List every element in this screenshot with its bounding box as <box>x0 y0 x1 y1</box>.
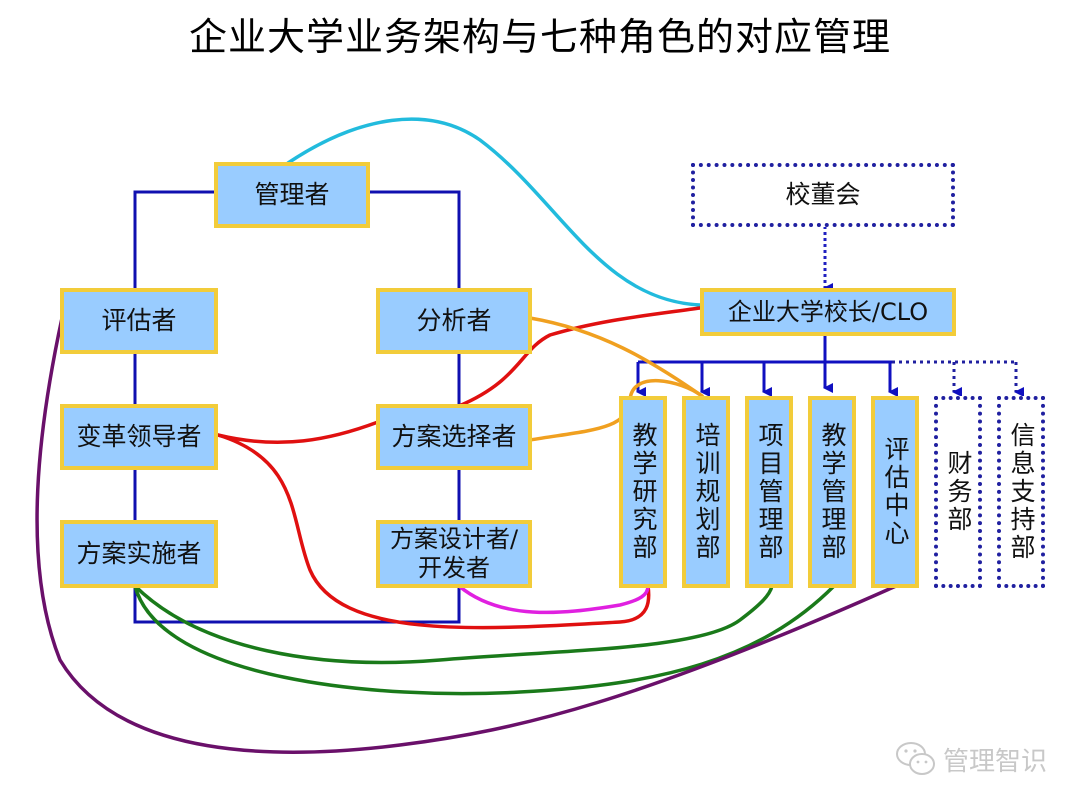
role-implementer[interactable]: 方案实施者 <box>60 520 218 588</box>
curve-analyst-to-planning <box>528 316 704 398</box>
role-analyst[interactable]: 分析者 <box>376 288 532 354</box>
curve-leader-to-research <box>216 433 651 630</box>
dept-label: 财务部 <box>944 450 973 534</box>
dept-teaching-research[interactable]: 教学研究部 <box>619 396 667 588</box>
role-manager-label: 管理者 <box>254 180 330 209</box>
role-implementer-label: 方案实施者 <box>76 539 202 568</box>
dept-evaluation-center[interactable]: 评估中心 <box>871 396 919 588</box>
dept-project-management[interactable]: 项目管理部 <box>745 396 793 588</box>
role-manager[interactable]: 管理者 <box>214 162 370 228</box>
dept-finance[interactable]: 财务部 <box>934 396 982 588</box>
dept-teaching-management[interactable]: 教学管理部 <box>808 396 856 588</box>
frame-line-bottom <box>133 586 461 624</box>
org-president-label: 企业大学校长/CLO <box>727 297 929 326</box>
dept-training-planning[interactable]: 培训规划部 <box>682 396 730 588</box>
role-change-leader-label: 变革领导者 <box>76 422 202 451</box>
role-designer[interactable]: 方案设计者/ 开发者 <box>376 520 532 588</box>
curve-implementer-to-teaching-mgmt <box>133 584 836 696</box>
frame-line-right <box>368 190 461 292</box>
dept-label: 评估中心 <box>881 436 910 548</box>
org-president[interactable]: 企业大学校长/CLO <box>700 288 956 336</box>
role-analyst-label: 分析者 <box>416 306 492 335</box>
role-solution-selector[interactable]: 方案选择者 <box>376 404 532 470</box>
role-frame <box>133 190 461 624</box>
curve-selector-to-research <box>528 378 704 442</box>
watermark: 管理智识 <box>895 740 1047 778</box>
curve-evaluator-to-center <box>35 316 898 754</box>
role-change-leader[interactable]: 变革领导者 <box>60 404 218 470</box>
org-board[interactable]: 校董会 <box>691 163 955 227</box>
page-title: 企业大学业务架构与七种角色的对应管理 <box>188 15 891 59</box>
curve-leader-to-selector <box>216 420 380 444</box>
role-evaluator-label: 评估者 <box>101 306 177 335</box>
dept-label: 培训规划部 <box>692 422 721 562</box>
curve-selector-to-clo <box>457 306 702 408</box>
wechat-icon <box>896 742 935 775</box>
curve-implementer-to-project <box>133 584 774 665</box>
frame-line-left <box>133 190 218 292</box>
dept-label: 教学管理部 <box>818 422 847 562</box>
role-evaluator[interactable]: 评估者 <box>60 288 218 354</box>
org-dotted-lines <box>892 360 1024 397</box>
role-designer-label: 方案设计者/ 开发者 <box>389 525 519 582</box>
dept-label: 项目管理部 <box>755 422 784 562</box>
role-solution-selector-label: 方案选择者 <box>391 422 517 451</box>
watermark-text: 管理智识 <box>943 746 1048 777</box>
curve-manager-to-clo <box>286 117 702 307</box>
dept-info-support[interactable]: 信息支持部 <box>997 396 1045 588</box>
org-board-label: 校董会 <box>785 180 861 209</box>
curve-designer-to-research <box>457 584 650 615</box>
dept-label: 教学研究部 <box>629 422 658 562</box>
dept-label: 信息支持部 <box>1007 422 1036 562</box>
